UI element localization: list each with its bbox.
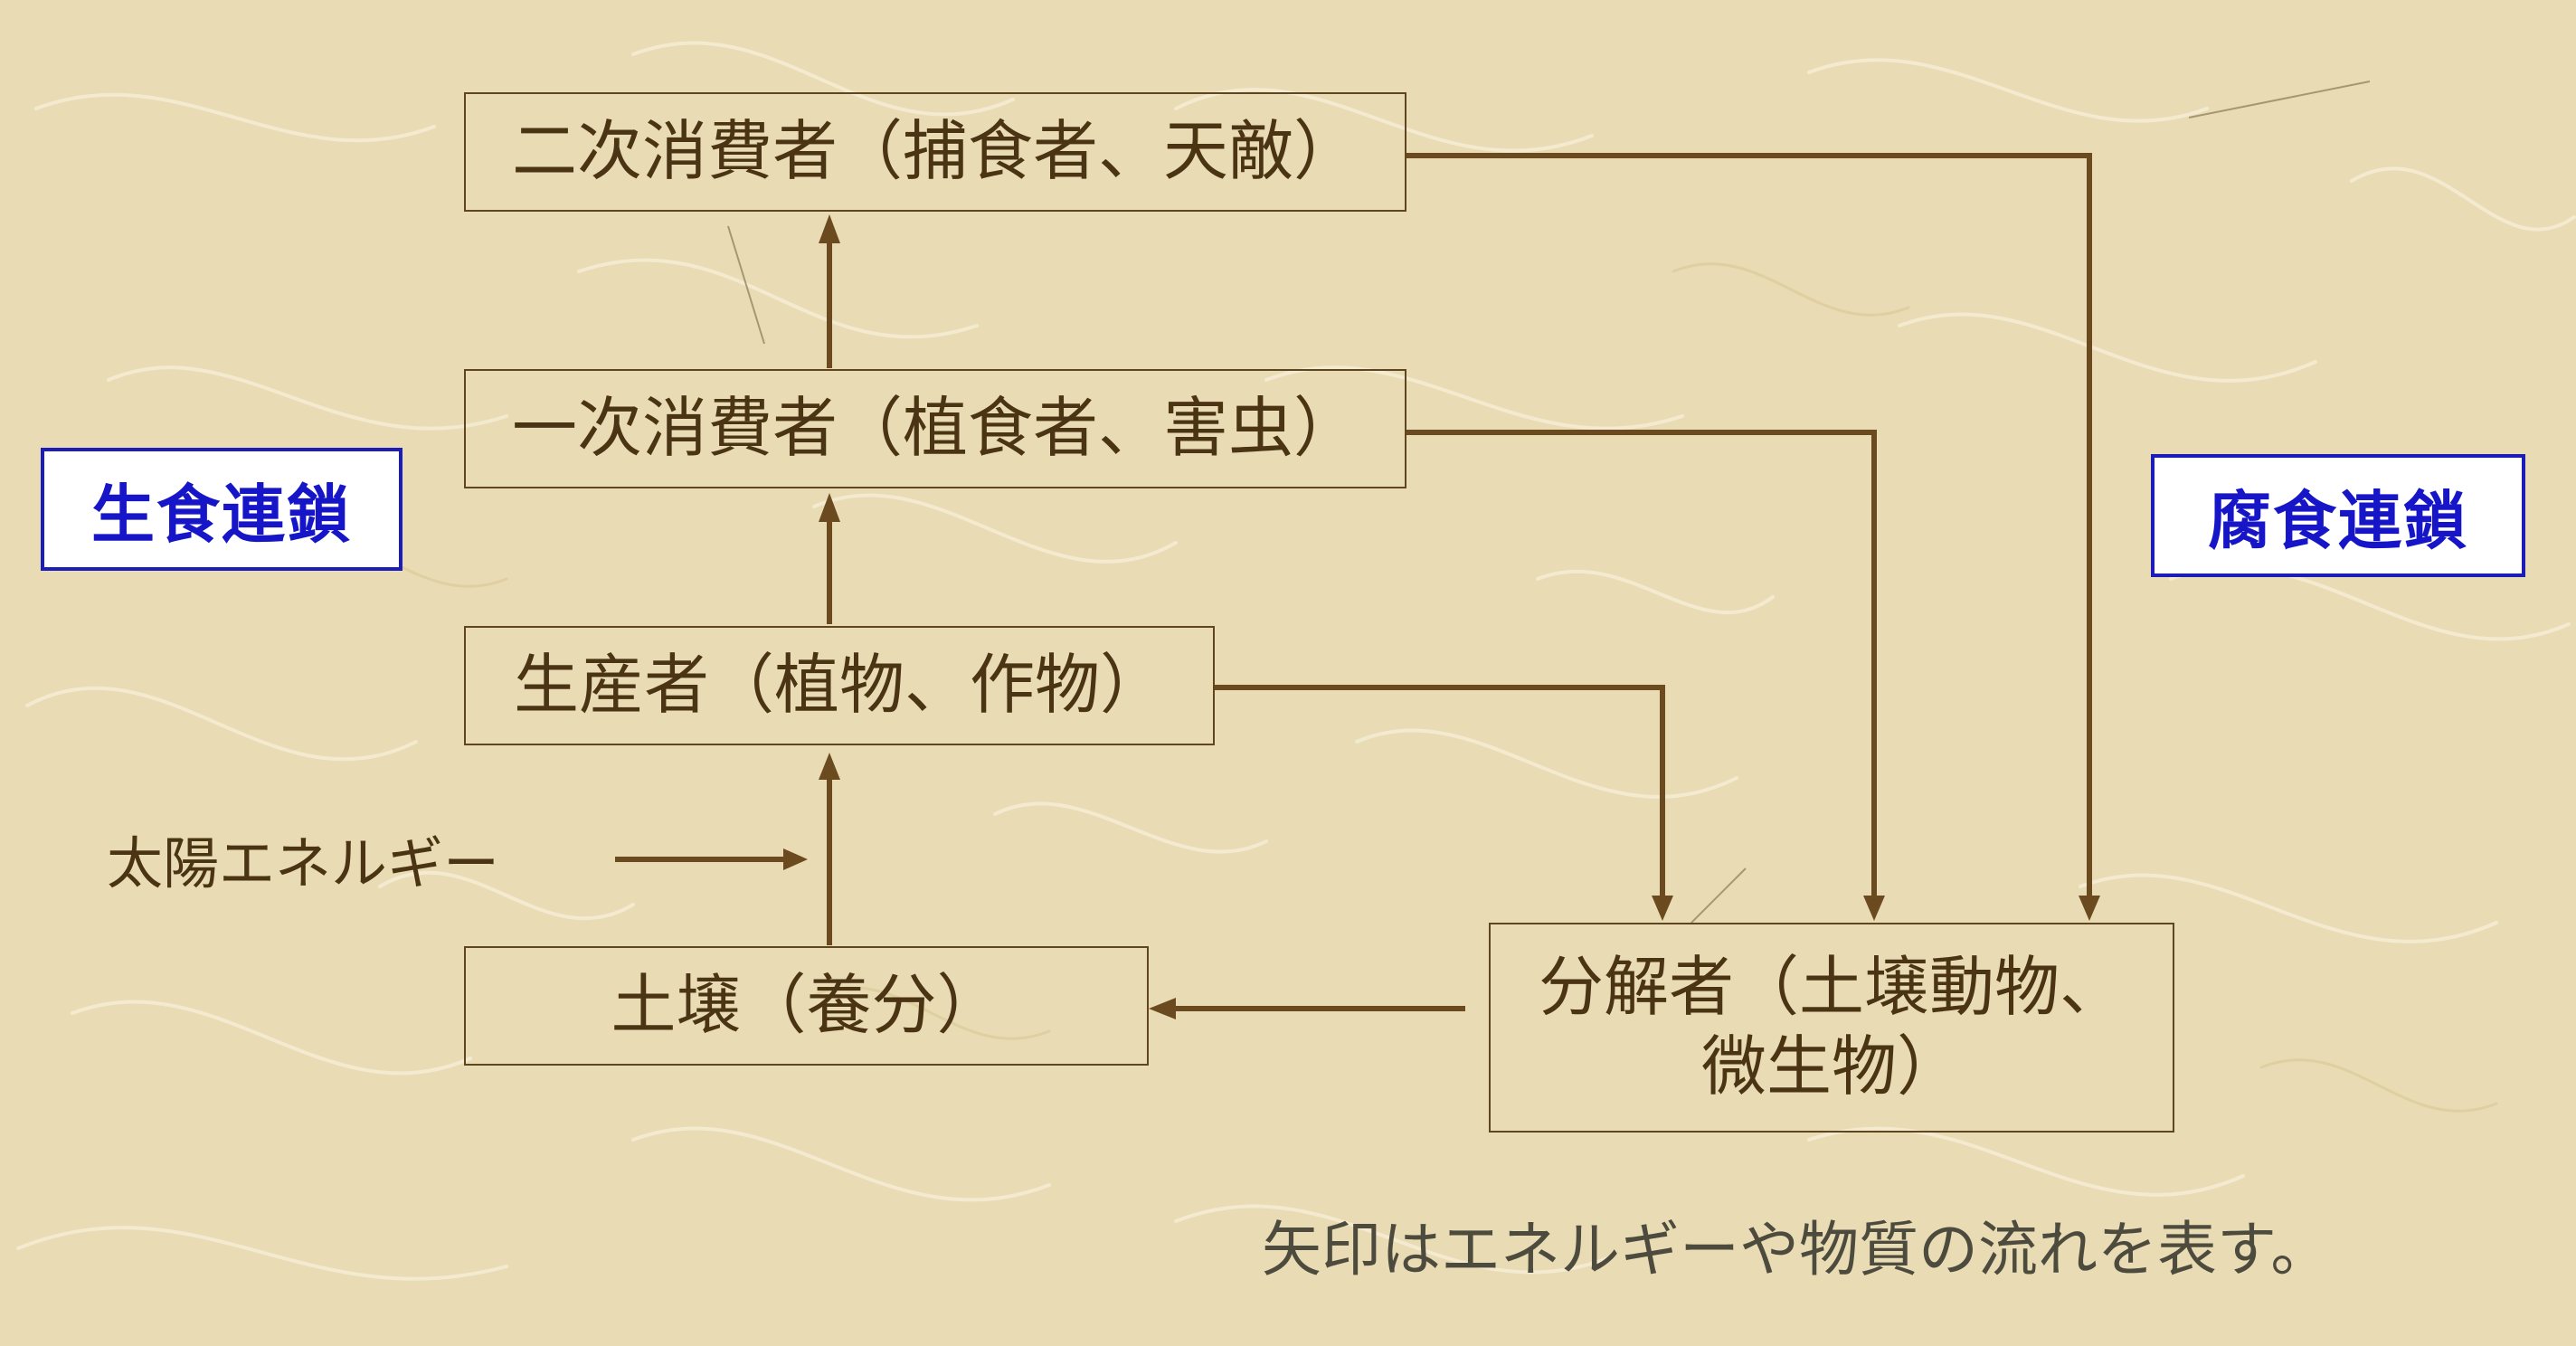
arrowhead-decomposer-b: [1863, 896, 1885, 921]
arrowhead-secondary: [819, 214, 840, 243]
decomposer-label-line1: 分解者（土壌動物、: [1538, 949, 2125, 1026]
soil-box: 土壌（養分）: [464, 946, 1149, 1066]
primary-consumer-label: 一次消費者（植食者、害虫）: [511, 390, 1359, 467]
secondary-consumer-label: 二次消費者（捕食者、天敵）: [511, 113, 1359, 190]
grazing-chain-text: 生食連鎖: [91, 477, 352, 552]
arrowhead-producer: [819, 753, 840, 780]
arrowhead-decomposer-c: [1652, 896, 1673, 921]
arrowhead-primary: [819, 493, 840, 522]
grazing-chain-label: 生食連鎖: [41, 448, 402, 571]
arrow-secondary-to-decomposer: [1406, 153, 2092, 900]
arrow-caption: 矢印はエネルギーや物質の流れを表す。: [1262, 1215, 2331, 1284]
decomposer-label-line2: 微生物）: [1700, 1028, 1962, 1104]
primary-consumer-box: 一次消費者（植食者、害虫）: [464, 369, 1406, 488]
solar-energy-label: 太陽エネルギー: [107, 830, 500, 896]
arrowhead-solar: [783, 848, 808, 870]
detritus-chain-label: 腐食連鎖: [2151, 454, 2525, 577]
producer-box: 生産者（植物、作物）: [464, 626, 1215, 745]
arrow-producer-to-decomposer: [1215, 685, 1665, 900]
detritus-chain-text: 腐食連鎖: [2208, 483, 2468, 558]
arrow-primary-to-decomposer: [1406, 430, 1877, 900]
arrowhead-decomposer-a: [2079, 896, 2100, 921]
decomposer-box: 分解者（土壌動物、 微生物）: [1489, 923, 2174, 1133]
soil-label: 土壌（養分）: [611, 967, 1002, 1044]
arrowhead-soil: [1149, 998, 1176, 1019]
producer-label: 生産者（植物、作物）: [513, 647, 1165, 724]
secondary-consumer-box: 二次消費者（捕食者、天敵）: [464, 92, 1406, 212]
